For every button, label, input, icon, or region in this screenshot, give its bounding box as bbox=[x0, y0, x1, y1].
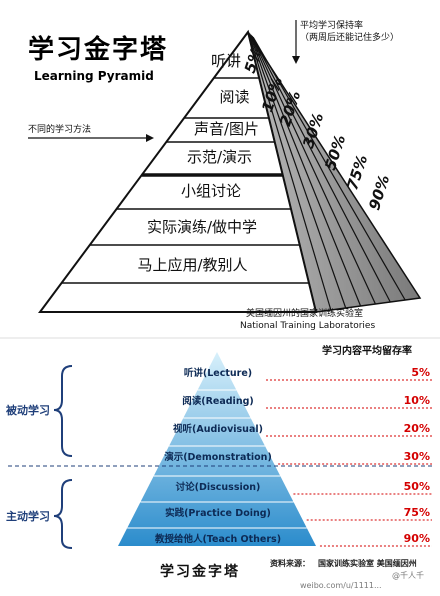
retention-percentage: 50% bbox=[321, 133, 349, 173]
bottom-layer-label: 演示(Demonstration) bbox=[164, 451, 272, 463]
pyramid-layer-label: 声音/图片 bbox=[194, 120, 259, 138]
bottom-retention-percentage: 20% bbox=[404, 422, 430, 435]
bottom-title: 学习金字塔 bbox=[160, 563, 240, 580]
top-pyramid-section: 学习金字塔 Learning Pyramid 平均学习保持率 （两周后还能记住多… bbox=[28, 19, 422, 331]
retention-note-line1: 平均学习保持率 bbox=[300, 19, 363, 31]
methods-note: 不同的学习方法 bbox=[28, 123, 91, 135]
passive-brace bbox=[53, 365, 73, 457]
bottom-pyramid bbox=[118, 352, 316, 546]
bottom-pyramid-rows: 听讲(Lecture) 5% 阅读(Reading) 10% 视听(Audiovisua… bbox=[127, 366, 432, 547]
top-title-en: Learning Pyramid bbox=[34, 69, 154, 83]
side-face-divider bbox=[250, 35, 376, 305]
bottom-layer-label: 讨论(Discussion) bbox=[176, 481, 261, 493]
active-brace bbox=[53, 479, 73, 549]
group-passive-label: 被动学习 bbox=[6, 403, 50, 417]
pyramid-front-face bbox=[38, 29, 318, 313]
top-source-cn: 美国缅因州的国家训练实验室 bbox=[246, 307, 363, 319]
bottom-layer-label: 教授给他人(Teach Others) bbox=[154, 533, 281, 545]
bottom-retention-percentage: 50% bbox=[404, 480, 430, 493]
bottom-retention-percentage: 10% bbox=[404, 394, 430, 407]
watermark-handle: @千人千 bbox=[392, 570, 424, 580]
pyramid-layer-label: 示范/演示 bbox=[187, 148, 252, 166]
side-face-divider bbox=[249, 33, 347, 309]
retention-arrowhead bbox=[292, 56, 300, 64]
retention-percentage: 75% bbox=[343, 153, 371, 193]
bottom-retention-percentage: 90% bbox=[404, 532, 430, 545]
side-face-dividers bbox=[248, 32, 406, 311]
side-face-divider bbox=[250, 34, 362, 307]
bottom-retention-percentage: 75% bbox=[404, 506, 430, 519]
bottom-source-text: 国家训练实验室 美国缅因州 bbox=[318, 558, 417, 568]
watermark-site: weibo.com/u/1111... bbox=[300, 581, 382, 590]
retention-note-line2: （两周后还能记住多少） bbox=[300, 31, 399, 43]
bottom-layer-label: 视听(Audiovisual) bbox=[173, 423, 263, 435]
pyramid-layer-label: 实际演练/做中学 bbox=[147, 218, 257, 236]
bottom-retention-percentage: 30% bbox=[404, 450, 430, 463]
bottom-layer-label: 阅读(Reading) bbox=[182, 395, 253, 407]
bottom-layer-label: 听讲(Lecture) bbox=[184, 367, 252, 379]
side-face-divider bbox=[252, 36, 406, 301]
bottom-retention-percentage: 5% bbox=[411, 366, 430, 379]
side-face-divider bbox=[248, 32, 332, 311]
side-face-divider bbox=[251, 36, 391, 303]
top-title-cn: 学习金字塔 bbox=[28, 34, 168, 65]
pyramid-layer-label: 小组讨论 bbox=[181, 182, 241, 200]
retention-percentage: 90% bbox=[365, 173, 393, 213]
methods-arrowhead bbox=[146, 134, 154, 142]
bottom-layer-label: 实践(Practice Doing) bbox=[165, 507, 271, 519]
pyramid-layer-label: 马上应用/教别人 bbox=[137, 256, 247, 274]
retention-header: 学习内容平均留存率 bbox=[322, 344, 412, 357]
top-source-en: National Training Laboratories bbox=[240, 321, 375, 331]
pyramid-layer-label: 阅读 bbox=[219, 88, 249, 106]
bottom-source-label: 资料来源： bbox=[270, 558, 310, 568]
pyramid-layer-label: 听讲 bbox=[211, 52, 241, 70]
bottom-pyramid-section: 学习内容平均留存率 听讲(Lecture) 5% 阅读(Reading) 10% 视听(… bbox=[0, 337, 440, 590]
group-active-label: 主动学习 bbox=[6, 509, 50, 523]
